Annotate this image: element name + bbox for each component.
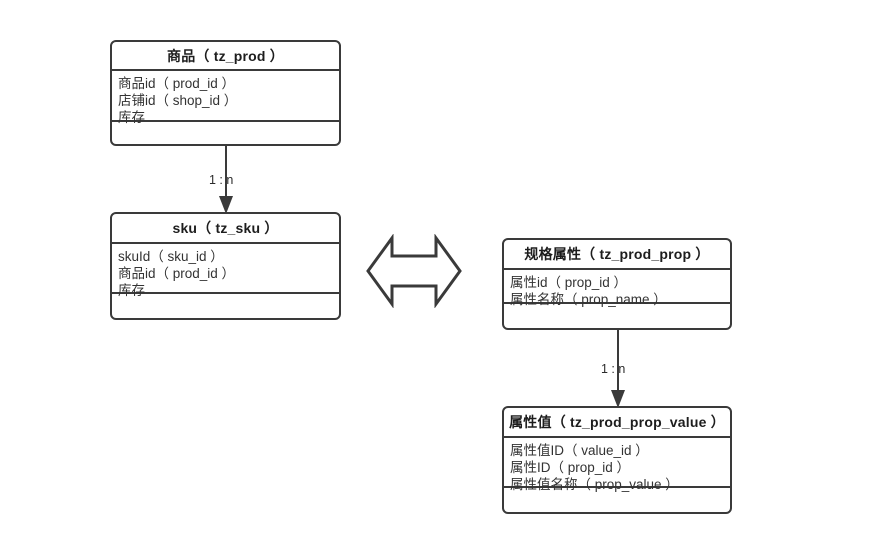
connector-label-prop-to-prop-value: 1 : n: [601, 362, 626, 376]
entity-box-tz-sku[interactable]: sku（ tz_sku ） skuId（ sku_id ） 商品id（ prod…: [110, 212, 341, 320]
connector-line-icon: [611, 328, 625, 408]
entity-box-tz-prod-prop-value[interactable]: 属性值（ tz_prod_prop_value ） 属性值ID（ value_i…: [502, 406, 732, 514]
entity-fields-tz-prod: 商品id（ prod_id ） 店铺id（ shop_id ） 库存: [112, 71, 339, 125]
entity-field: 库存: [118, 110, 145, 125]
double-arrow-shape: [366, 233, 462, 309]
entity-fields-tz-sku: skuId（ sku_id ） 商品id（ prod_id ） 库存: [112, 244, 339, 298]
entity-fields-tz-prod-prop-value: 属性值ID（ value_id ） 属性ID（ prop_id ） 属性值名称（…: [504, 438, 730, 492]
entity-field: 商品id（ prod_id ）: [118, 266, 236, 281]
entity-title-tz-sku: sku（ tz_sku ）: [112, 214, 339, 244]
entity-footer-tz-prod: [112, 122, 339, 144]
entity-title-tz-prod-prop-value: 属性值（ tz_prod_prop_value ）: [504, 408, 730, 438]
entity-footer-tz-prod-prop-value: [504, 488, 730, 512]
entity-field: skuId（ sku_id ）: [118, 249, 224, 264]
connector-prop-to-prop-value: [597, 328, 639, 410]
entity-field: 属性名称（ prop_name ）: [510, 292, 667, 307]
entity-field: 属性ID（ prop_id ）: [510, 460, 631, 475]
entity-title-tz-prod-prop: 规格属性（ tz_prod_prop ）: [504, 240, 730, 270]
entity-box-tz-prod[interactable]: 商品（ tz_prod ） 商品id（ prod_id ） 店铺id（ shop…: [110, 40, 341, 146]
connector-label-prod-to-sku: 1 : n: [209, 173, 234, 187]
entity-title-tz-prod: 商品（ tz_prod ）: [112, 42, 339, 71]
entity-field: 属性值ID（ value_id ）: [510, 443, 649, 458]
connector-line-icon: [219, 144, 233, 214]
entity-field: 库存: [118, 283, 145, 298]
entity-footer-tz-sku: [112, 294, 339, 318]
entity-field: 属性id（ prop_id ）: [510, 275, 628, 290]
entity-box-tz-prod-prop[interactable]: 规格属性（ tz_prod_prop ） 属性id（ prop_id ） 属性名…: [502, 238, 732, 330]
double-arrow-icon: [364, 233, 464, 309]
entity-field: 店铺id（ shop_id ）: [118, 93, 238, 108]
entity-field: 商品id（ prod_id ）: [118, 76, 236, 91]
entity-fields-tz-prod-prop: 属性id（ prop_id ） 属性名称（ prop_name ）: [504, 270, 730, 307]
entity-footer-tz-prod-prop: [504, 304, 730, 328]
connector-prod-to-sku: [205, 144, 247, 216]
entity-field: 属性值名称（ prop_value ）: [510, 477, 679, 492]
